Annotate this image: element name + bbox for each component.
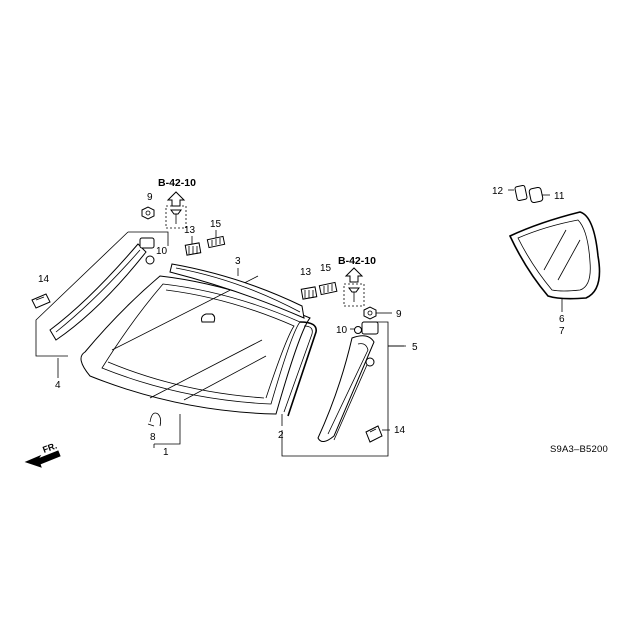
front-direction-label: FR. (41, 441, 58, 455)
ref-arrow-right (344, 267, 364, 283)
callout-6: 6 (559, 314, 565, 325)
bracket-14-right (365, 425, 383, 443)
callout-9-left: 9 (147, 192, 153, 203)
callout-11: 11 (554, 191, 565, 202)
ref-arrow-left (166, 191, 186, 207)
callout-5: 5 (412, 342, 418, 353)
callout-4: 4 (55, 380, 61, 391)
callout-2: 2 (278, 430, 284, 441)
reference-b-42-10-left: B-42-10 (158, 177, 196, 189)
callout-14-right: 14 (394, 425, 406, 436)
nut-9-right (363, 306, 377, 320)
right-pillar-garnish (317, 321, 379, 442)
side-moulding (283, 321, 317, 417)
callout-15-right: 15 (320, 263, 332, 274)
clip-10-right (354, 326, 362, 334)
nut-9-left (141, 206, 155, 220)
callout-14-left: 14 (38, 274, 50, 285)
quarter-glass (508, 211, 601, 300)
bracket-left (35, 231, 169, 357)
clip-under-right (365, 357, 375, 367)
screw-left (165, 205, 187, 229)
clip-10-left (145, 255, 155, 265)
left-pillar-garnish (49, 237, 155, 341)
callout-10-right: 10 (336, 325, 348, 336)
callout-12: 12 (492, 186, 504, 197)
pad-15-left (206, 235, 226, 249)
pad-13-right (300, 286, 318, 300)
callout-8: 8 (150, 432, 156, 443)
pad-12 (514, 184, 528, 202)
callout-9-right: 9 (396, 309, 402, 320)
windshield-glass (80, 275, 311, 415)
front-direction-arrow (24, 450, 61, 468)
bracket-14-left (31, 293, 51, 309)
leader-1 (153, 414, 181, 448)
callout-13-left: 13 (184, 225, 196, 236)
callout-7: 7 (559, 326, 565, 337)
callout-13-right: 13 (300, 267, 312, 278)
pad-11 (528, 186, 544, 204)
callout-15-left: 15 (210, 219, 222, 230)
diagram-code: S9A3–B5200 (550, 444, 608, 455)
callout-10-left: 10 (156, 246, 168, 257)
pad-15-right (318, 281, 338, 296)
callout-1: 1 (163, 447, 169, 458)
upper-moulding (169, 263, 305, 319)
reference-b-42-10-right: B-42-10 (338, 255, 376, 267)
pad-13-left (184, 242, 202, 256)
screw-right (343, 283, 365, 307)
callout-3: 3 (235, 256, 241, 267)
clip-8 (147, 412, 162, 427)
